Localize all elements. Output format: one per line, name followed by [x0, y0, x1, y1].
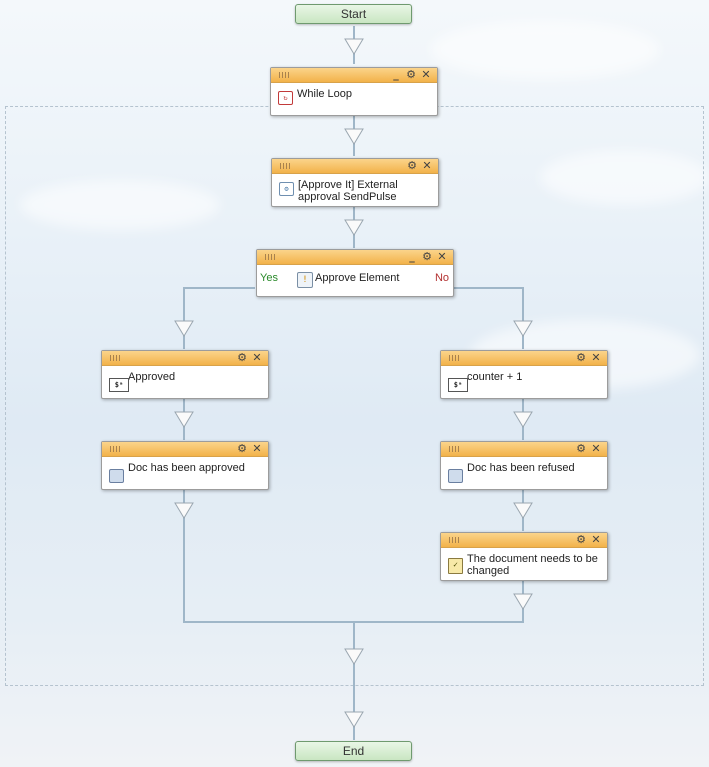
close-icon[interactable]: ✕: [437, 250, 447, 263]
background-cloud: [20, 180, 220, 230]
block-label: Doc has been refused: [467, 462, 575, 474]
approved-block[interactable]: ⚙ ✕ $ᵃ Approved: [101, 350, 269, 399]
gear-icon[interactable]: ⚙: [406, 68, 416, 81]
close-icon[interactable]: ✕: [422, 159, 432, 172]
block-label-line1: The document needs to be: [467, 553, 598, 565]
minimize-icon[interactable]: _: [409, 250, 415, 263]
block-header[interactable]: ⚙ ✕: [441, 442, 607, 457]
counter-block[interactable]: ⚙ ✕ $ᵃ counter + 1: [440, 350, 608, 399]
gear-icon[interactable]: ⚙: [576, 442, 586, 455]
block-label: Doc has been approved: [128, 462, 245, 474]
arrow-icon: [513, 593, 533, 610]
block-header[interactable]: ⚙ ✕: [441, 533, 607, 548]
block-label-line1: [Approve It] External: [298, 179, 398, 191]
approve-element-decision[interactable]: _ ⚙ ✕ Yes ! Approve Element No: [256, 249, 454, 297]
start-node[interactable]: Start: [295, 4, 412, 24]
block-label: While Loop: [297, 88, 353, 100]
gear-icon[interactable]: ⚙: [237, 351, 247, 364]
end-label: End: [342, 744, 365, 758]
decision-icon: !: [297, 272, 313, 288]
block-header[interactable]: ⚙ ✕: [441, 351, 607, 366]
connector-no-branch: [454, 287, 524, 349]
connector-no-merge: [354, 581, 524, 623]
arrow-icon: [513, 502, 533, 519]
block-header[interactable]: ⚙ ✕: [102, 442, 268, 457]
end-node[interactable]: End: [295, 741, 412, 761]
while-loop-block[interactable]: _ ⚙ ✕ ↻ While Loop: [270, 67, 438, 116]
background-cloud: [430, 20, 660, 80]
arrow-icon: [174, 411, 194, 428]
message-icon: [109, 469, 124, 483]
gear-icon[interactable]: ⚙: [422, 250, 432, 263]
drag-handle-icon[interactable]: [449, 446, 461, 452]
arrow-icon: [344, 38, 364, 55]
drag-handle-icon[interactable]: [279, 72, 291, 78]
close-icon[interactable]: ✕: [252, 351, 262, 364]
block-label: Approve Element: [315, 272, 400, 284]
no-label: No: [434, 272, 449, 284]
variable-icon: $ᵃ: [448, 378, 468, 392]
gear-icon[interactable]: ⚙: [576, 351, 586, 364]
doc-changed-block[interactable]: ⚙ ✕ ✓ The document needs to be changed: [440, 532, 608, 581]
clipboard-icon: ✓: [448, 558, 463, 574]
drag-handle-icon[interactable]: [449, 537, 461, 543]
block-label-line2: changed: [467, 565, 510, 577]
connector-yes-merge: [183, 490, 354, 623]
close-icon[interactable]: ✕: [591, 533, 601, 546]
drag-handle-icon[interactable]: [280, 163, 292, 169]
arrow-icon: [344, 128, 364, 145]
variable-icon: $ᵃ: [109, 378, 129, 392]
connector-yes-branch: [183, 287, 255, 349]
gear-box-icon: ⚙: [279, 182, 294, 196]
gear-icon[interactable]: ⚙: [407, 159, 417, 172]
arrow-markers: [174, 38, 533, 728]
arrow-icon: [174, 320, 194, 337]
block-header[interactable]: ⚙ ✕: [272, 159, 438, 174]
block-label: Approved: [128, 371, 176, 383]
minimize-icon[interactable]: _: [393, 68, 399, 81]
block-label-line2: approval SendPulse: [298, 191, 397, 203]
close-icon[interactable]: ✕: [591, 351, 601, 364]
block-label: counter + 1: [467, 371, 523, 383]
arrow-icon: [344, 711, 364, 728]
drag-handle-icon[interactable]: [110, 446, 122, 452]
approve-it-block[interactable]: ⚙ ✕ ⚙ [Approve It] External approval Sen…: [271, 158, 439, 207]
doc-refused-block[interactable]: ⚙ ✕ Doc has been refused: [440, 441, 608, 490]
drag-handle-icon[interactable]: [449, 355, 461, 361]
start-label: Start: [340, 7, 367, 21]
arrow-icon: [344, 648, 364, 665]
drag-handle-icon[interactable]: [110, 355, 122, 361]
arrow-icon: [513, 320, 533, 337]
loop-icon: ↻: [278, 91, 293, 105]
arrow-icon: [344, 219, 364, 236]
arrow-icon: [174, 502, 194, 519]
background-cloud: [540, 150, 709, 205]
doc-approved-block[interactable]: ⚙ ✕ Doc has been approved: [101, 441, 269, 490]
close-icon[interactable]: ✕: [252, 442, 262, 455]
block-header[interactable]: _ ⚙ ✕: [257, 250, 453, 265]
message-icon: [448, 469, 463, 483]
yes-label: Yes: [260, 272, 278, 284]
block-header[interactable]: _ ⚙ ✕: [271, 68, 437, 83]
gear-icon[interactable]: ⚙: [576, 533, 586, 546]
block-header[interactable]: ⚙ ✕: [102, 351, 268, 366]
close-icon[interactable]: ✕: [591, 442, 601, 455]
close-icon[interactable]: ✕: [421, 68, 431, 81]
drag-handle-icon[interactable]: [265, 254, 277, 260]
arrow-icon: [513, 411, 533, 428]
gear-icon[interactable]: ⚙: [237, 442, 247, 455]
